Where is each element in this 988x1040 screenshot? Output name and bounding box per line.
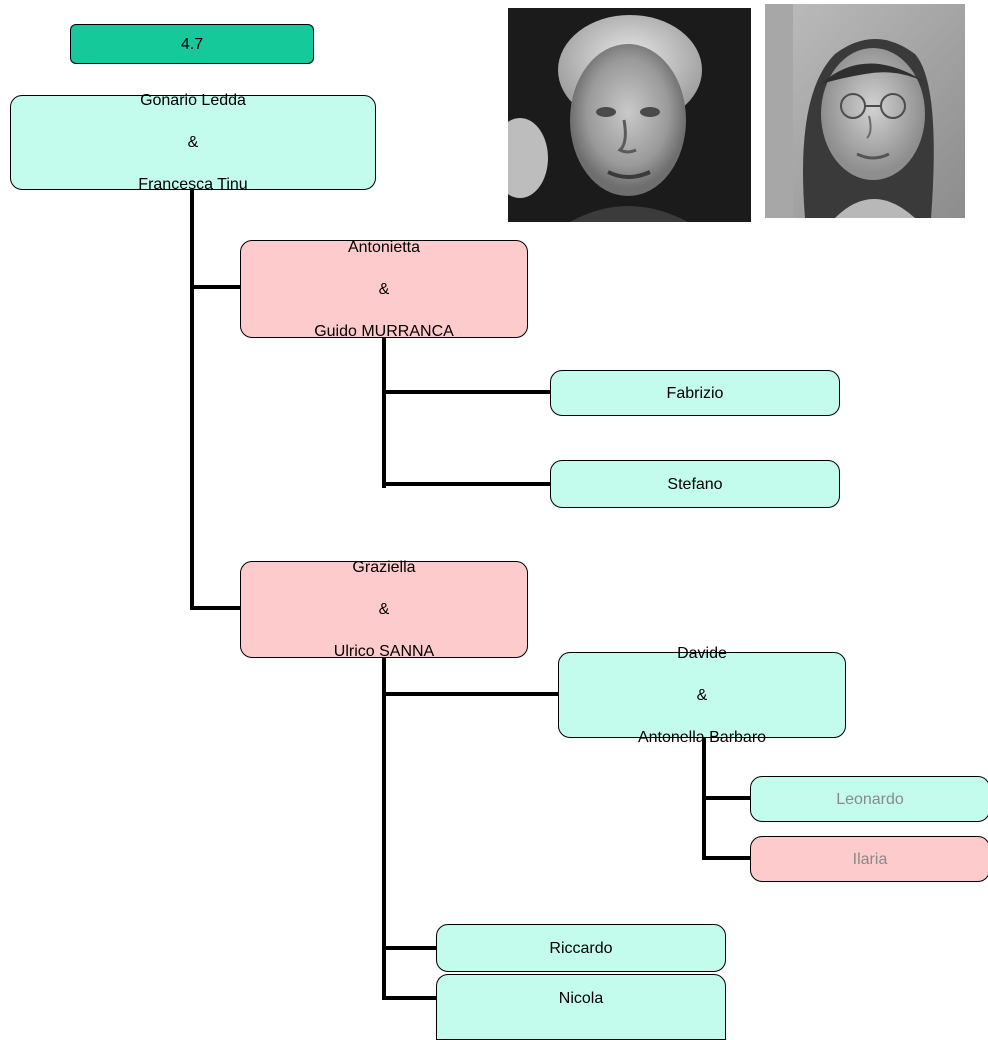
connector-riccardo — [382, 946, 438, 950]
connector-nicola — [382, 996, 438, 1000]
connector-leonardo — [702, 796, 752, 800]
graziella-name: Graziella — [352, 559, 416, 576]
graziella-spouse: Ulrico SANNA — [333, 643, 435, 660]
node-root-couple: Gonario Ledda & Francesca Tinu — [10, 92, 376, 193]
connector-ilaria — [702, 856, 752, 860]
connector-antonietta — [190, 285, 242, 289]
node-leonardo: Leonardo — [750, 776, 988, 822]
node-riccardo: Riccardo — [436, 924, 726, 972]
node-graziella-couple: Graziella & Ulrico SANNA — [240, 559, 528, 660]
node-nicola: Nicola — [436, 974, 726, 1040]
connector-fabrizio — [382, 390, 552, 394]
connector-root-vertical — [190, 190, 194, 610]
antonietta-ampersand: & — [378, 280, 390, 298]
nicola-name: Nicola — [558, 990, 604, 1007]
connector-antonietta-vertical — [382, 338, 386, 488]
fabrizio-name: Fabrizio — [666, 384, 724, 402]
node-antonietta-couple: Antonietta & Guido MURRANCA — [240, 238, 528, 340]
node-ilaria: Ilaria — [750, 836, 988, 882]
ilaria-name: Ilaria — [852, 850, 888, 868]
graziella-ampersand: & — [378, 601, 390, 618]
root-spouse: Francesca Tinu — [138, 176, 248, 193]
davide-spouse: Antonella Barbaro — [637, 728, 767, 746]
root-ampersand: & — [187, 134, 199, 151]
node-stefano: Stefano — [550, 460, 840, 508]
stefano-name: Stefano — [667, 475, 723, 493]
root-name: Gonario Ledda — [140, 92, 246, 109]
leonardo-name: Leonardo — [836, 790, 904, 808]
connector-graziella — [190, 606, 242, 610]
connector-stefano — [382, 482, 552, 486]
connector-davide — [382, 692, 560, 696]
generation-badge: 4.7 — [70, 24, 314, 64]
davide-name: Davide — [677, 644, 727, 662]
davide-ampersand: & — [696, 686, 708, 704]
photo-man — [508, 8, 751, 222]
connector-graziella-vertical — [382, 658, 386, 1000]
riccardo-name: Riccardo — [549, 939, 613, 957]
badge-label: 4.7 — [180, 35, 204, 53]
photo-woman — [765, 4, 965, 218]
node-davide-couple: Davide & Antonella Barbaro — [558, 645, 846, 746]
antonietta-spouse: Guido MURRANCA — [314, 322, 454, 340]
node-fabrizio: Fabrizio — [550, 370, 840, 416]
antonietta-name: Antonietta — [347, 238, 421, 256]
